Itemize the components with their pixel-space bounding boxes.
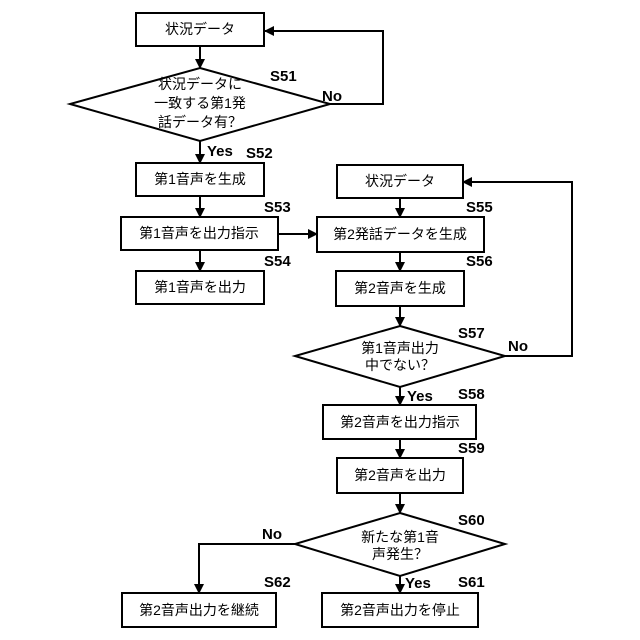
label-s54: S54 bbox=[264, 253, 291, 270]
decision-s60-line1: 新たな第1音 bbox=[361, 529, 439, 545]
label-s60: S60 bbox=[458, 512, 485, 529]
step-s59: 第2音声を出力 bbox=[337, 458, 463, 493]
label-yes-s57: Yes bbox=[407, 388, 433, 405]
step-s56: 第2音声を生成 bbox=[336, 271, 464, 306]
step-status-top: 状況データ bbox=[136, 13, 264, 46]
step-status-right: 状況データ bbox=[337, 165, 463, 198]
step-s62-text: 第2音声出力を継続 bbox=[139, 602, 259, 618]
label-s62: S62 bbox=[264, 574, 291, 591]
label-no-s57: No bbox=[508, 338, 528, 355]
step-s61: 第2音声出力を停止 bbox=[322, 593, 478, 627]
label-yes-s51: Yes bbox=[207, 143, 233, 160]
decision-s51-line3: 話データ有？ bbox=[158, 114, 242, 130]
step-s55-text: 第2発話データを生成 bbox=[333, 226, 467, 242]
step-s62: 第2音声出力を継続 bbox=[122, 593, 276, 627]
step-s56-text: 第2音声を生成 bbox=[354, 280, 446, 296]
step-status-right-text: 状況データ bbox=[365, 173, 435, 189]
label-yes-s60: Yes bbox=[405, 575, 431, 592]
decision-s51-line1: 状況データに bbox=[158, 76, 242, 92]
step-s53-text: 第1音声を出力指示 bbox=[139, 225, 259, 241]
label-no-s51: No bbox=[322, 88, 342, 105]
label-s53: S53 bbox=[264, 199, 291, 216]
label-s58: S58 bbox=[458, 386, 485, 403]
label-s51: S51 bbox=[270, 68, 297, 85]
decision-s57-line2: 中でない？ bbox=[365, 357, 435, 373]
decision-s51-line2: 一致する第1発 bbox=[154, 95, 246, 111]
label-no-s60: No bbox=[262, 526, 282, 543]
step-s54-text: 第1音声を出力 bbox=[154, 279, 246, 295]
decision-s60-line2: 声発生？ bbox=[372, 546, 428, 562]
step-s52-text: 第1音声を生成 bbox=[154, 171, 246, 187]
decision-s57-line1: 第1音声出力 bbox=[361, 340, 439, 356]
step-status-top-text: 状況データ bbox=[165, 21, 235, 37]
step-s52: 第1音声を生成 bbox=[136, 163, 264, 196]
step-s61-text: 第2音声出力を停止 bbox=[340, 602, 460, 618]
step-s54: 第1音声を出力 bbox=[136, 271, 264, 304]
label-s61: S61 bbox=[458, 574, 485, 591]
label-s55: S55 bbox=[466, 199, 493, 216]
step-s59-text: 第2音声を出力 bbox=[354, 467, 446, 483]
label-s57: S57 bbox=[458, 325, 485, 342]
step-s53: 第1音声を出力指示 bbox=[121, 217, 278, 250]
step-s55: 第2発話データを生成 bbox=[317, 217, 484, 252]
label-s59: S59 bbox=[458, 440, 485, 457]
step-s58: 第2音声を出力指示 bbox=[323, 405, 476, 439]
label-s56: S56 bbox=[466, 253, 493, 270]
label-s52: S52 bbox=[246, 145, 273, 162]
step-s58-text: 第2音声を出力指示 bbox=[340, 414, 460, 430]
